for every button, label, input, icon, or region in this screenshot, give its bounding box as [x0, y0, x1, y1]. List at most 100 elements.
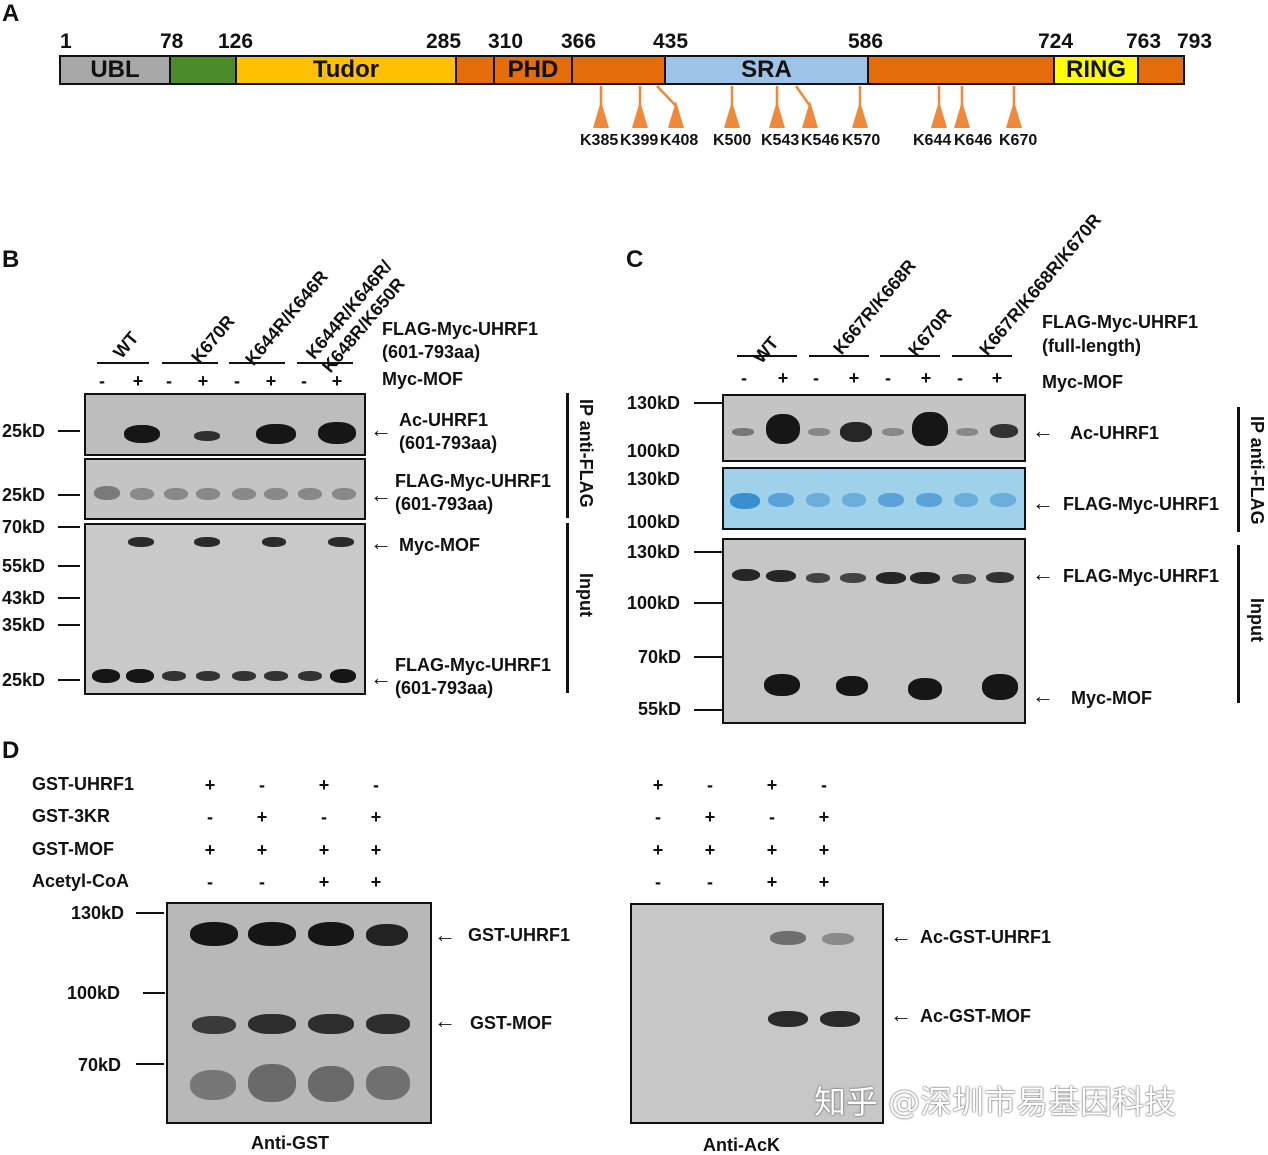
band-label: Myc-MOF: [1071, 688, 1152, 708]
band-label: Ac-UHRF1: [399, 410, 489, 430]
band: [130, 488, 154, 500]
mw-marker: 130kD: [627, 469, 681, 489]
band: [768, 1011, 808, 1027]
sign: +: [704, 807, 716, 827]
sign: +: [256, 807, 268, 827]
sign: -: [821, 775, 827, 795]
construct-label: WT: [749, 332, 783, 368]
arrow-icon: ←: [1032, 561, 1054, 586]
sign: +: [197, 371, 209, 391]
sign: +: [818, 840, 830, 860]
group-line: [97, 362, 149, 364]
site-leader-line: [656, 85, 677, 107]
sign: +: [777, 368, 789, 388]
band: [194, 431, 220, 441]
sign: -: [321, 807, 327, 827]
sign: -: [769, 807, 775, 827]
band: [308, 1066, 354, 1102]
sign: +: [265, 371, 277, 391]
site-label: K385: [580, 132, 619, 149]
mw-marker: 25kD: [2, 485, 46, 505]
domain-phd: PHD: [495, 56, 573, 83]
position-label: 126: [218, 30, 254, 53]
band: [264, 488, 288, 500]
band: [840, 573, 866, 583]
mw-marker: 100kD: [627, 593, 681, 613]
sign: -: [234, 371, 240, 391]
arrow-icon: ←: [370, 530, 392, 555]
construct-label: K670R: [187, 311, 239, 368]
band: [822, 933, 854, 945]
blot-ac-uhrf1: [84, 393, 366, 456]
band: [954, 493, 978, 507]
row-label: GST-UHRF1: [32, 774, 135, 794]
sign: -: [301, 371, 307, 391]
sign: -: [741, 368, 747, 388]
sign: +: [652, 840, 664, 860]
lysine-site-markers: [593, 85, 1022, 128]
site-label: K399: [620, 132, 659, 149]
mw-marker: 55kD: [2, 556, 46, 576]
sign: +: [766, 775, 778, 795]
band: [766, 570, 796, 582]
band: [262, 537, 286, 547]
band: [878, 493, 904, 507]
band-label: GST-UHRF1: [468, 925, 571, 945]
band-label: FLAG-Myc-UHRF1: [1063, 566, 1219, 586]
band: [196, 488, 220, 500]
mw-tick: [58, 494, 80, 496]
mw-marker: 100kD: [627, 512, 681, 532]
position-label: 586: [848, 30, 884, 53]
band-label: Ac-GST-MOF: [920, 1006, 1031, 1026]
site-marker-K385: [593, 101, 609, 128]
band: [732, 428, 754, 436]
site-marker-K543: [769, 101, 785, 128]
mw-marker: 55kD: [638, 699, 682, 719]
mw-tick: [694, 402, 722, 404]
band-label: FLAG-Myc-UHRF1: [1063, 494, 1219, 514]
construct-range: (601-793aa): [382, 342, 481, 362]
sign: -: [259, 872, 265, 892]
sign: +: [652, 775, 664, 795]
band: [956, 428, 978, 436]
sign: +: [370, 807, 382, 827]
mw-tick: [136, 1063, 164, 1065]
band: [298, 488, 322, 500]
mw-marker: 130kD: [627, 542, 681, 562]
band-label: Ac-GST-UHRF1: [920, 927, 1052, 947]
band: [982, 674, 1018, 700]
mw-tick: [136, 912, 164, 914]
site-marker-K570: [852, 101, 868, 128]
domain-sra: SRA: [666, 56, 869, 83]
band: [124, 425, 160, 443]
band-label: FLAG-Myc-UHRF1: [395, 655, 551, 675]
arrow-icon: ←: [1032, 683, 1054, 708]
mw-tick: [694, 709, 722, 711]
arrow-icon: ←: [434, 922, 456, 947]
band: [330, 669, 356, 683]
mw-marker: 130kD: [71, 903, 125, 923]
position-label: 724: [1038, 30, 1074, 53]
myc-mof-label: Myc-MOF: [1042, 372, 1123, 392]
band: [882, 428, 904, 436]
band: [308, 922, 354, 946]
side-label: Input: [576, 573, 596, 617]
side-label: IP anti-FLAG: [1247, 416, 1267, 525]
site-marker-K644: [931, 101, 947, 128]
side-label: IP anti-FLAG: [576, 399, 596, 508]
sign: +: [132, 371, 144, 391]
arrow-icon: ←: [370, 417, 392, 442]
panel-b-letter: B: [2, 246, 20, 273]
band: [248, 922, 296, 946]
band: [298, 671, 322, 681]
band: [912, 412, 948, 446]
arrow-icon: ←: [434, 1008, 456, 1033]
site-label: K570: [842, 132, 881, 149]
sign: -: [707, 872, 713, 892]
blot-input-c: [722, 538, 1026, 724]
bracket-line: [1237, 407, 1240, 532]
blot-caption: Anti-AcK: [703, 1135, 780, 1155]
site-marker-K546: [802, 101, 818, 128]
mw-tick: [58, 526, 80, 528]
band: [806, 493, 830, 507]
